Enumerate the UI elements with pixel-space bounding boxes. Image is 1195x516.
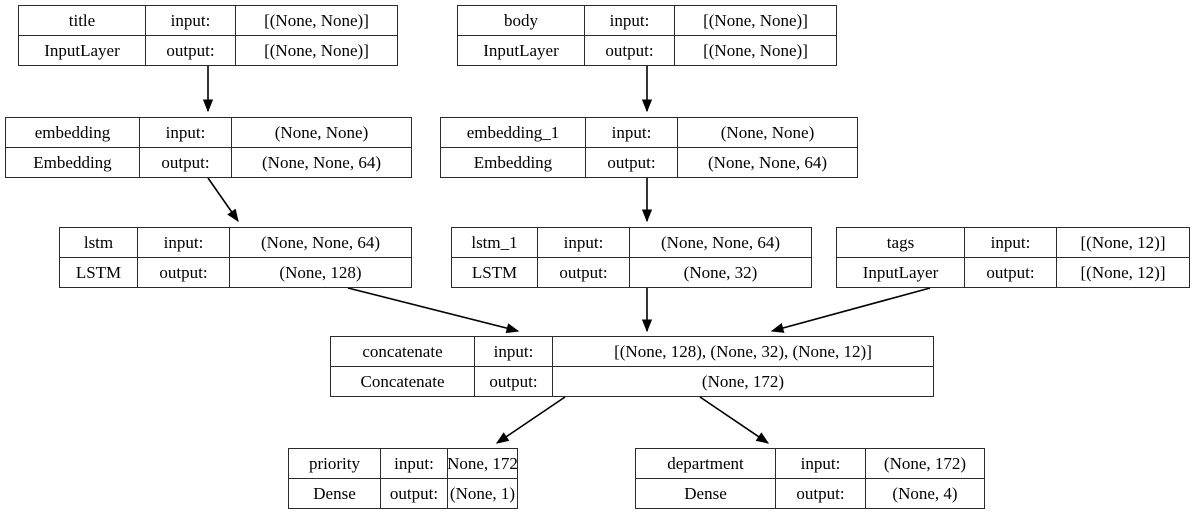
edge-tags-to-concatenate — [770, 287, 931, 333]
layer-name-tags: tags — [837, 228, 965, 257]
layer-class-lstm: LSTM — [60, 258, 138, 287]
input-label-body: input: — [585, 6, 675, 35]
output-shape-department: (None, 4) — [892, 484, 958, 503]
layer-name-lstm_1: lstm_1 — [452, 228, 538, 257]
layer-class-department: Dense — [636, 479, 776, 508]
output-shape-tags: [(None, 12)] — [1080, 263, 1166, 282]
layer-class-tags: InputLayer — [837, 258, 965, 287]
layer-class-concatenate: Concatenate — [331, 367, 475, 396]
layer-name-embedding: embedding — [6, 118, 140, 147]
input-shape-lstm_1: (None, None, 64) — [661, 233, 780, 252]
input-label-tags: input: — [965, 228, 1057, 257]
input-shape-body: [(None, None)] — [703, 11, 808, 30]
layer-name-concatenate: concatenate — [331, 337, 475, 366]
layer-name-lstm: lstm — [60, 228, 138, 257]
output-label-embedding: output: — [140, 148, 232, 177]
input-shape-lstm: (None, None, 64) — [261, 233, 380, 252]
layer-class-body: InputLayer — [458, 36, 585, 65]
layer-name-embedding_1: embedding_1 — [441, 118, 586, 147]
input-shape-tags: [(None, 12)] — [1080, 233, 1166, 252]
input-shape-embedding_1: (None, None) — [720, 123, 815, 142]
input-label-lstm_1: input: — [538, 228, 630, 257]
input-shape-priority: (None, 172) — [448, 454, 517, 473]
layer-name-title: title — [19, 6, 146, 35]
layer-name-department: department — [636, 449, 776, 478]
output-shape-lstm: (None, 128) — [279, 263, 362, 282]
edge-concatenate-to-department — [699, 396, 770, 444]
input-label-embedding: input: — [140, 118, 232, 147]
output-shape-body: [(None, None)] — [703, 41, 808, 60]
output-shape-embedding_1: (None, None, 64) — [708, 153, 827, 172]
edge-lstm-to-concatenate — [347, 287, 520, 334]
input-label-title: input: — [146, 6, 236, 35]
input-label-department: input: — [776, 449, 866, 478]
output-label-title: output: — [146, 36, 236, 65]
layer-class-embedding_1: Embedding — [441, 148, 586, 177]
layer-class-title: InputLayer — [19, 36, 146, 65]
output-shape-lstm_1: (None, 32) — [683, 263, 758, 282]
output-shape-embedding: (None, None, 64) — [262, 153, 381, 172]
output-label-priority: output: — [381, 479, 448, 508]
output-shape-concatenate: (None, 172) — [701, 372, 785, 391]
input-shape-department: (None, 172) — [883, 454, 967, 473]
output-shape-priority: (None, 1) — [449, 484, 516, 503]
layer-name-priority: priority — [289, 449, 381, 478]
output-label-lstm: output: — [138, 258, 230, 287]
layer-name-body: body — [458, 6, 585, 35]
output-label-embedding_1: output: — [586, 148, 678, 177]
output-label-lstm_1: output: — [538, 258, 630, 287]
output-shape-title: [(None, None)] — [264, 41, 369, 60]
layer-class-lstm_1: LSTM — [452, 258, 538, 287]
output-label-concatenate: output: — [475, 367, 553, 396]
layer-class-embedding: Embedding — [6, 148, 140, 177]
output-label-body: output: — [585, 36, 675, 65]
input-label-priority: input: — [381, 449, 448, 478]
input-label-concatenate: input: — [475, 337, 553, 366]
edge-concatenate-to-priority — [495, 396, 566, 444]
output-label-tags: output: — [965, 258, 1057, 287]
input-shape-concatenate: [(None, 128), (None, 32), (None, 12)] — [614, 342, 872, 361]
input-shape-embedding: (None, None) — [274, 123, 369, 142]
input-label-embedding_1: input: — [586, 118, 678, 147]
layer-class-priority: Dense — [289, 479, 381, 508]
edge-embedding-to-lstm — [207, 177, 239, 223]
output-label-department: output: — [776, 479, 866, 508]
input-shape-title: [(None, None)] — [264, 11, 369, 30]
input-label-lstm: input: — [138, 228, 230, 257]
